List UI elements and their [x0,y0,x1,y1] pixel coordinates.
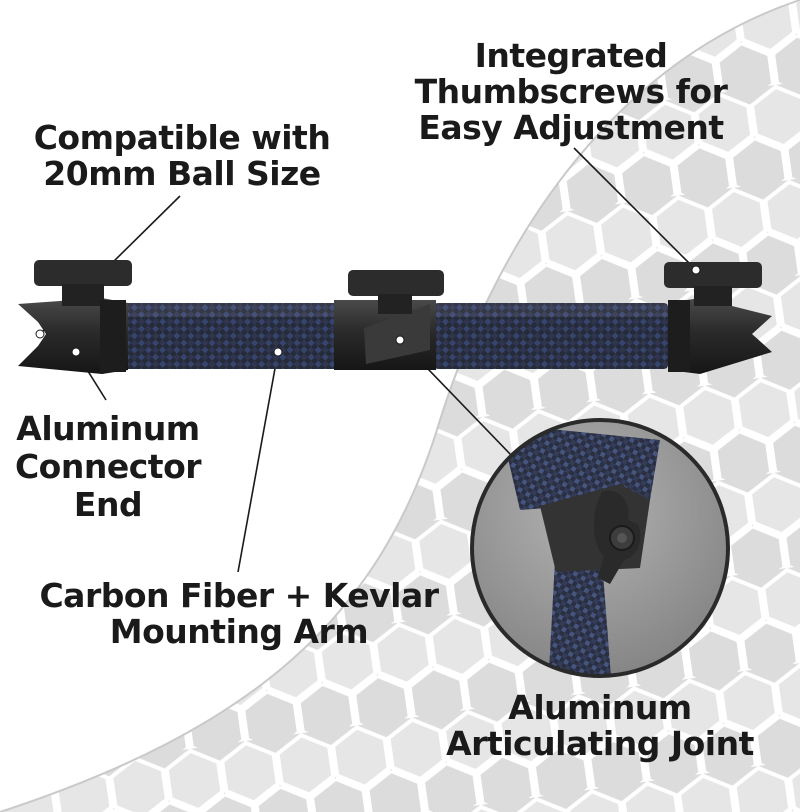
callout-line: End [73,485,143,524]
callout-ball-size: Compatible with 20mm Ball Size [22,120,342,192]
callout-line: Easy Adjustment [418,108,724,147]
carbon-tube-left [124,303,342,369]
ball-socket [18,260,132,374]
thumbscrew-knob [348,270,444,296]
callout-line: Thumbscrews for [414,72,728,111]
callout-articulating-joint: Aluminum Articulating Joint [430,690,770,762]
callout-connector-end: Aluminum Connector End [4,410,212,524]
callout-line: Articulating Joint [446,724,754,763]
callout-line: Mounting Arm [109,612,369,651]
articulating-joint [334,270,444,370]
thumbscrew-knob [664,262,762,288]
thumbscrew-knob [34,260,132,286]
callout-mounting-arm: Carbon Fiber + Kevlar Mounting Arm [34,578,444,650]
callout-line: Integrated [474,36,668,75]
callout-line: Carbon Fiber + Kevlar [39,576,439,615]
callout-line: Aluminum [16,409,200,448]
callout-line: Connector [14,447,202,486]
carbon-tube-right [434,303,668,369]
callout-line: Compatible with [33,118,331,157]
ball-socket [664,262,772,374]
callout-thumbscrews: Integrated Thumbscrews for Easy Adjustme… [398,38,744,146]
joint-closeup-inset [470,418,730,678]
callout-line: Aluminum [508,688,692,727]
callout-line: 20mm Ball Size [43,154,321,193]
